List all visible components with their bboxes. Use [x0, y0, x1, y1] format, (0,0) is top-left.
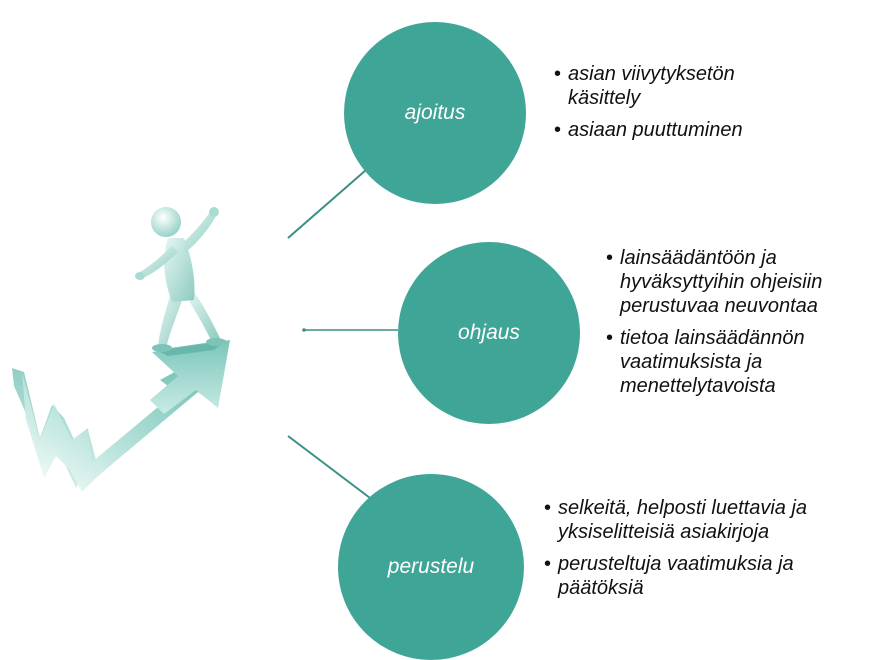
node-label-ajoitus: ajoitus: [404, 101, 466, 124]
person-surfing-rising-arrow-icon: [12, 207, 230, 492]
node-circle-ohjaus: ohjaus: [398, 242, 580, 424]
connector-line-ajoitus: [287, 169, 367, 239]
connector-line-perustelu: [287, 435, 371, 499]
bullet-item: tietoa lainsäädännön vaatimuksista ja me…: [606, 326, 840, 398]
node-circle-perustelu: perustelu: [338, 474, 524, 660]
bullet-list-ajoitus: asian viivytyksetön käsittely asiaan puu…: [554, 62, 824, 150]
bullet-item: asiaan puuttuminen: [554, 118, 824, 142]
bullet-item: lainsäädäntöön ja hyväksyttyihin ohjeisi…: [606, 246, 868, 318]
node-circle-ajoitus: ajoitus: [344, 22, 526, 204]
bullet-item: asian viivytyksetön käsittely: [554, 62, 768, 110]
node-label-perustelu: perustelu: [387, 555, 475, 578]
bullet-item: perusteltuja vaatimuksia ja päätöksiä: [544, 552, 834, 600]
node-label-ohjaus: ohjaus: [458, 321, 520, 344]
bullet-list-perustelu: selkeitä, helposti luettavia ja yksiseli…: [544, 496, 834, 608]
bullet-item: selkeitä, helposti luettavia ja yksiseli…: [544, 496, 838, 544]
bullet-list-ohjaus: lainsäädäntöön ja hyväksyttyihin ohjeisi…: [606, 246, 868, 406]
